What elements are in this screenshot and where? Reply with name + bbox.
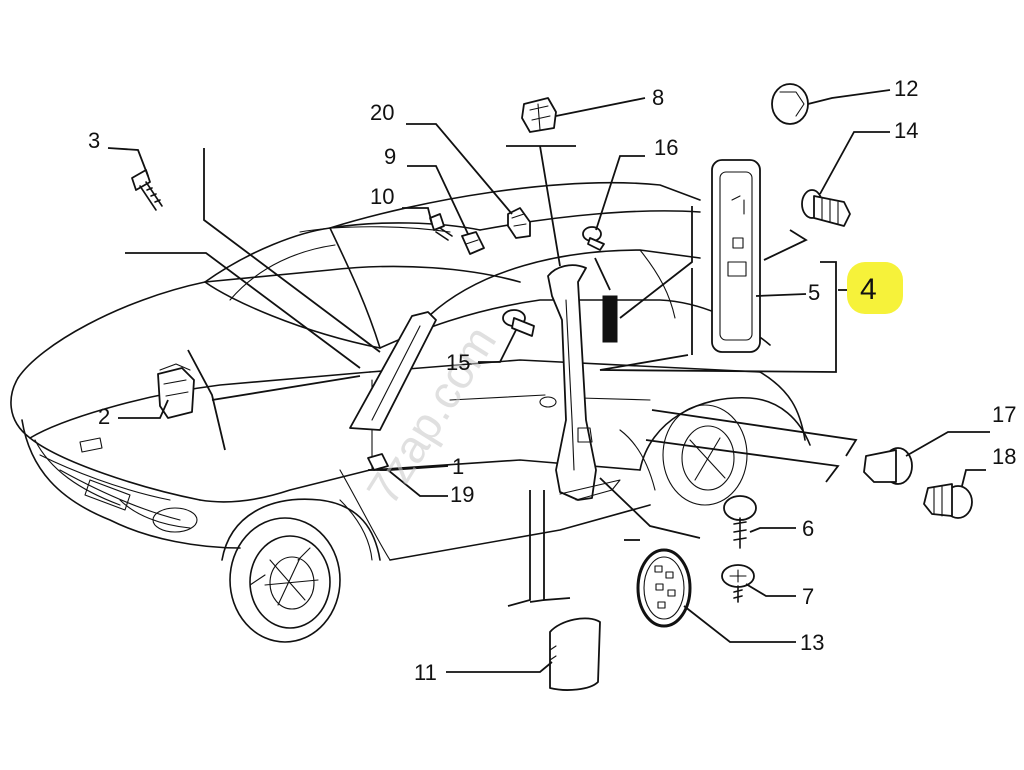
b-pillar-trim (547, 264, 621, 501)
label-4: 4 (860, 273, 877, 306)
bracket-icon (157, 363, 195, 419)
label-9: 9 (384, 144, 396, 169)
label-14: 14 (894, 118, 918, 143)
label-3: 3 (88, 128, 100, 153)
label-15: 15 (446, 350, 470, 375)
label-6: 6 (802, 516, 814, 541)
label-2: 2 (98, 404, 110, 429)
clip-icon (507, 207, 531, 239)
grommet-icon (923, 483, 973, 519)
label-16: 16 (654, 135, 678, 160)
oval-grommet-icon (636, 548, 692, 628)
label-8: 8 (652, 85, 664, 110)
screw-7-icon (721, 564, 755, 603)
screw-icon (131, 169, 163, 211)
bolt-icon (429, 213, 453, 241)
label-7: 7 (802, 584, 814, 609)
label-17: 17 (992, 402, 1016, 427)
fastener-6-icon (723, 495, 757, 549)
a-pillar-trim (349, 311, 437, 431)
leader-lines (107, 89, 990, 673)
label-19: 19 (450, 482, 474, 507)
screw-clip-icon (801, 189, 851, 227)
clip-8-icon (521, 97, 557, 133)
label-10: 10 (370, 184, 394, 209)
cap-icon (771, 83, 809, 125)
label-13: 13 (800, 630, 824, 655)
plug-icon (863, 447, 913, 485)
label-1: 1 (452, 454, 464, 479)
cover-icon (549, 617, 601, 691)
seal-strip (602, 295, 618, 343)
label-12: 12 (894, 76, 918, 101)
bolt-15-icon (502, 309, 535, 337)
block-icon (367, 453, 389, 471)
car-outline (10, 181, 811, 643)
callout-labels: 1 2 3 4 5 6 7 8 9 10 11 12 13 14 15 16 1… (88, 76, 1016, 685)
retainer-icon (461, 231, 485, 255)
highlight-4 (847, 262, 903, 314)
label-5: 5 (808, 280, 820, 305)
label-11: 11 (414, 660, 437, 685)
label-20: 20 (370, 100, 394, 125)
trim-panel (711, 159, 761, 353)
label-18: 18 (992, 444, 1016, 469)
push-pin-icon (582, 226, 605, 251)
